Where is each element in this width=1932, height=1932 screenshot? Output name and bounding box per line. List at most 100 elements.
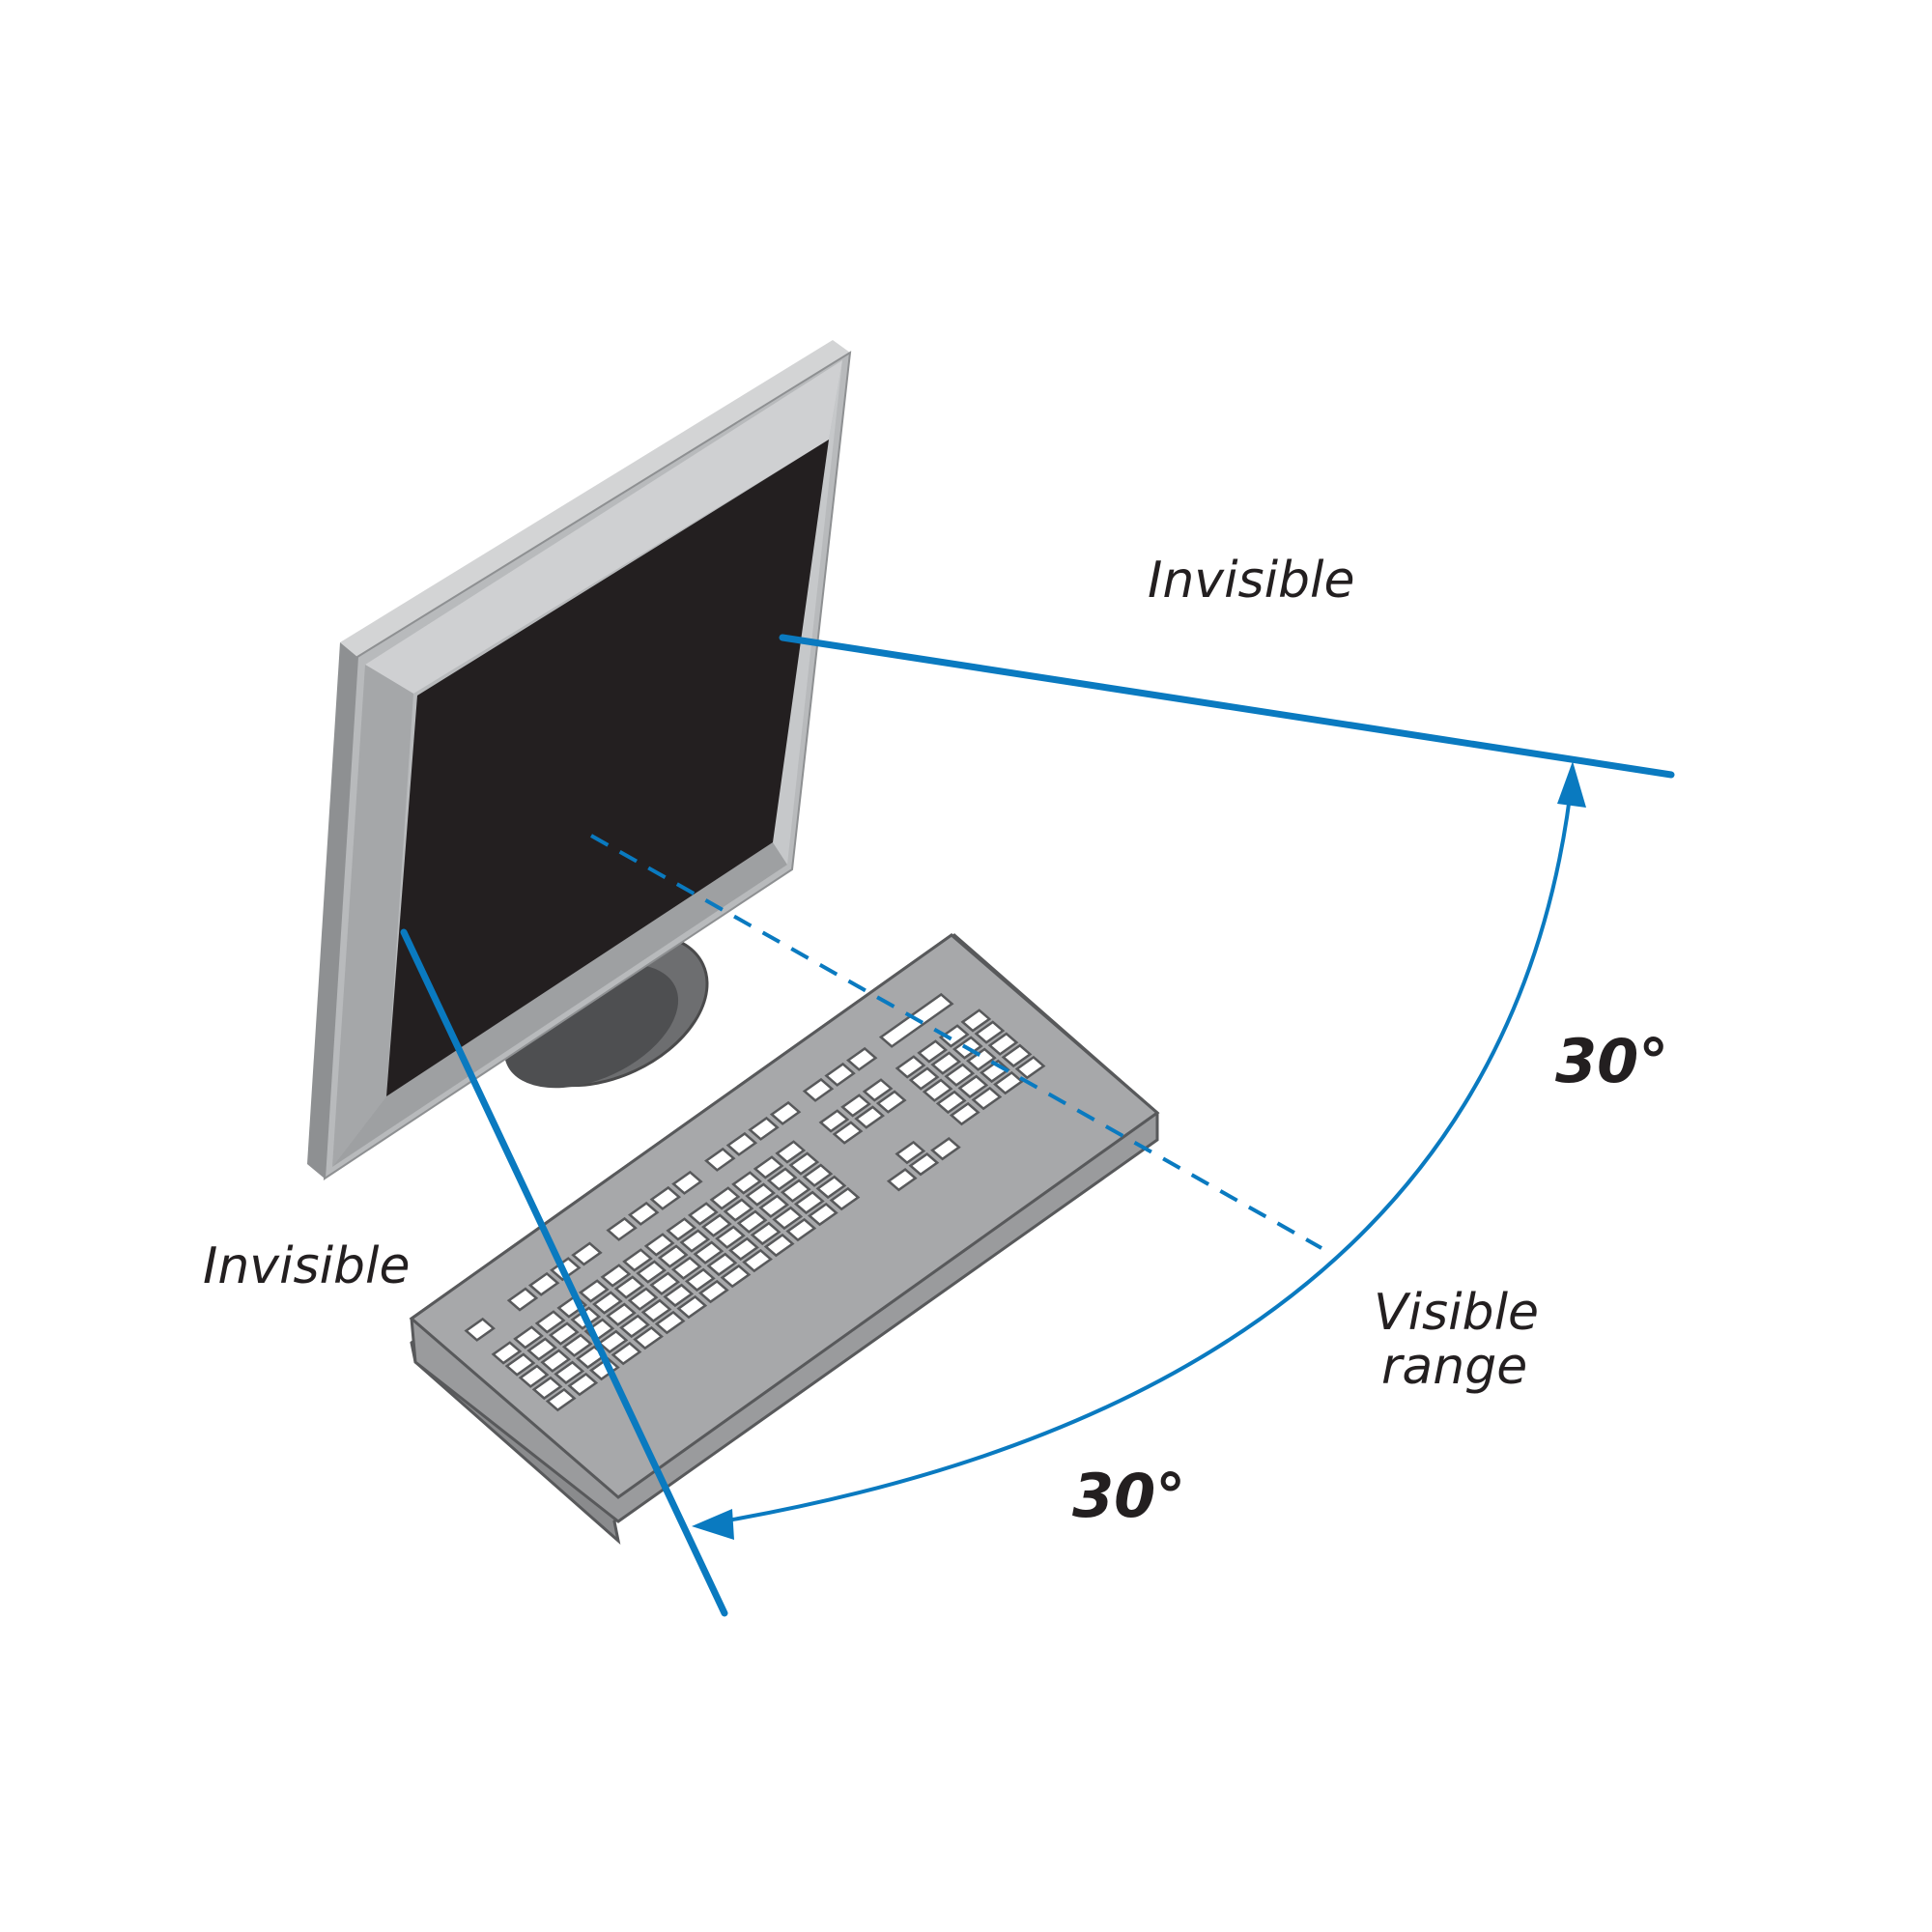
keyboard-key bbox=[793, 1190, 825, 1215]
keyboard-key bbox=[935, 1090, 967, 1115]
keyboard-key bbox=[974, 1020, 1006, 1044]
keyboard-key bbox=[748, 1116, 780, 1141]
keyboard-key bbox=[578, 1279, 610, 1303]
keyboard-key bbox=[670, 1256, 702, 1280]
keyboard-key bbox=[725, 1131, 758, 1156]
keyboard-key bbox=[775, 1140, 807, 1164]
keyboard-key bbox=[723, 1198, 754, 1222]
keyboard-key bbox=[824, 1062, 856, 1087]
keyboard-key bbox=[818, 1109, 850, 1133]
keyboard-key bbox=[922, 1078, 953, 1102]
keyboard-key bbox=[938, 1024, 970, 1048]
keyboard-key bbox=[640, 1298, 672, 1323]
viewing-angle-lines bbox=[400, 634, 1675, 1617]
keyboard-key bbox=[709, 1186, 741, 1210]
keyboard-key bbox=[671, 1170, 703, 1195]
center-dashed-line bbox=[590, 834, 1322, 1250]
angle-right-label: 30° bbox=[1555, 1026, 1668, 1096]
keyboard-key bbox=[845, 1046, 878, 1071]
keyboard-key bbox=[908, 1066, 940, 1091]
keyboard-icon bbox=[409, 933, 1160, 1546]
upper-boundary-line bbox=[779, 634, 1675, 779]
keyboard-key bbox=[687, 1202, 719, 1226]
keyboard-key bbox=[715, 1225, 746, 1249]
keyboard-key bbox=[815, 1175, 847, 1200]
keyboard-key bbox=[567, 1372, 599, 1397]
keyboard-key bbox=[619, 1314, 650, 1339]
keyboard-key bbox=[663, 1283, 695, 1308]
keyboard-key bbox=[772, 1206, 804, 1231]
keyboard-key bbox=[960, 1009, 992, 1033]
keyboard-key bbox=[728, 1236, 759, 1262]
keyboard-key bbox=[506, 1287, 539, 1312]
keyboard-key bbox=[949, 1101, 980, 1126]
keyboard-key bbox=[548, 1321, 580, 1346]
keyboard-key bbox=[526, 1337, 557, 1361]
keyboard-key bbox=[840, 1094, 871, 1118]
invisible-left-label: Invisible bbox=[203, 1237, 411, 1295]
keyboard-key bbox=[491, 1341, 523, 1365]
keyboard-key bbox=[886, 1167, 918, 1192]
keyboard-key bbox=[930, 1051, 962, 1075]
keyboard-key bbox=[957, 1074, 989, 1099]
keyboard-key bbox=[534, 1310, 566, 1334]
keyboard-key bbox=[993, 1070, 1024, 1095]
keyboard-key bbox=[758, 1194, 790, 1218]
visible-range-label-line2: range bbox=[1381, 1338, 1527, 1396]
keyboard-key bbox=[802, 1163, 834, 1187]
keyboard-key bbox=[643, 1233, 675, 1257]
keyboard-key bbox=[808, 1202, 838, 1227]
keyboard-key bbox=[788, 1151, 820, 1176]
keyboard-key bbox=[666, 1217, 697, 1241]
keyboard-key bbox=[895, 1140, 926, 1165]
keyboard-key bbox=[706, 1252, 738, 1277]
keyboard-key bbox=[750, 1221, 781, 1246]
keyboard-key bbox=[854, 1105, 885, 1129]
keyboard-key bbox=[679, 1229, 711, 1253]
lower-boundary-line bbox=[400, 928, 728, 1617]
keyboard-key bbox=[766, 1167, 798, 1191]
keyboard-key bbox=[944, 1063, 976, 1087]
keyboard-key bbox=[862, 1078, 894, 1102]
keyboard-key bbox=[654, 1310, 686, 1335]
keyboard-key bbox=[571, 1241, 603, 1266]
keyboard-key bbox=[987, 1032, 1019, 1056]
angle-bottom-label: 30° bbox=[1072, 1461, 1185, 1531]
keyboard-key bbox=[802, 1077, 835, 1102]
keyboard-key bbox=[701, 1213, 732, 1237]
keyboard-key bbox=[769, 1100, 802, 1125]
keyboard-key bbox=[649, 1185, 682, 1210]
arrowhead-up bbox=[1557, 761, 1586, 808]
keyboard-key bbox=[676, 1294, 708, 1320]
keyboard-key bbox=[829, 1186, 861, 1211]
keyboard-key bbox=[684, 1267, 716, 1293]
keyboard-key bbox=[704, 1147, 736, 1172]
keyboard-key bbox=[600, 1264, 632, 1288]
keyboard-key bbox=[606, 1302, 637, 1326]
keyboard-key bbox=[611, 1341, 642, 1366]
keyboard-key bbox=[693, 1240, 724, 1264]
keyboard-key bbox=[504, 1352, 536, 1377]
keyboard-key bbox=[636, 1260, 667, 1284]
keyboard-key bbox=[613, 1275, 645, 1299]
monitor-icon bbox=[307, 340, 852, 1180]
invisible-right-label: Invisible bbox=[1148, 552, 1355, 610]
keyboard-key bbox=[895, 1055, 926, 1079]
keyboard-key bbox=[597, 1329, 629, 1354]
keyboard-key bbox=[633, 1325, 664, 1350]
keyboard-key bbox=[745, 1182, 776, 1207]
keyboard-key bbox=[917, 1039, 949, 1064]
keyboard-key bbox=[1014, 1055, 1046, 1080]
keyboard-key bbox=[657, 1244, 689, 1268]
keyboard-key bbox=[875, 1090, 907, 1114]
keyboard-key bbox=[606, 1216, 638, 1241]
keyboard-key bbox=[731, 1171, 762, 1195]
keyboard-key bbox=[930, 1136, 961, 1161]
keyboard-key bbox=[736, 1209, 768, 1234]
keyboard-key bbox=[531, 1376, 563, 1401]
keyboard-key bbox=[592, 1291, 623, 1315]
keyboard-key bbox=[545, 1387, 577, 1412]
keyboard-key bbox=[785, 1217, 817, 1242]
keyboard-key bbox=[589, 1356, 620, 1381]
